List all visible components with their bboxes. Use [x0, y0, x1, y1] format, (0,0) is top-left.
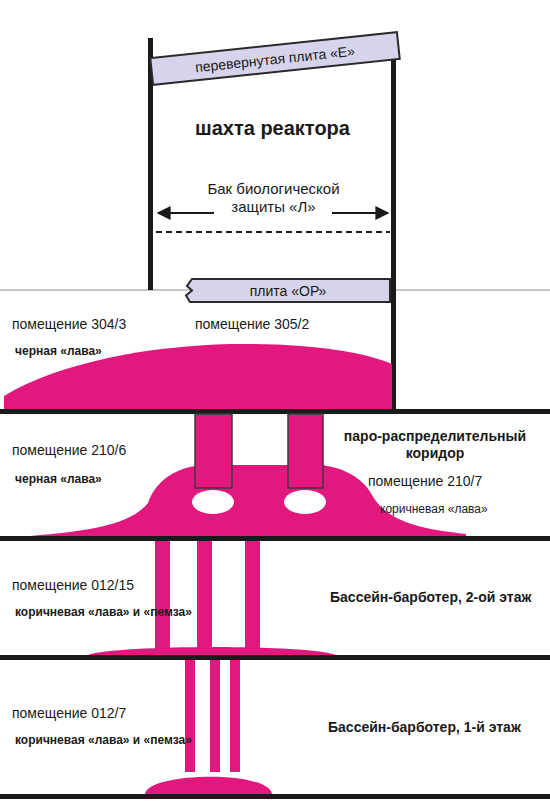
lava-label: черная «лава» — [15, 344, 155, 358]
lava-flow-column — [185, 660, 195, 772]
lava-pool — [88, 647, 336, 655]
floor-slab — [0, 409, 550, 414]
lava-flow-column — [230, 660, 240, 772]
lava-label: коричневая «лава» — [380, 502, 540, 516]
lava-flow-column — [197, 541, 212, 651]
room-label: помещение 012/7 — [12, 705, 162, 722]
plate-outline — [186, 279, 390, 302]
tank-label: Бак биологической защиты «Л» — [196, 180, 351, 216]
lava-label: коричневая «лава» и «пемза» — [15, 733, 192, 747]
plate: плита «ОР» — [186, 279, 390, 302]
width-arrow — [332, 212, 388, 214]
room-label: помещение 210/7 — [368, 473, 528, 490]
tank-bottom-dashed — [156, 231, 390, 233]
floor-slab — [0, 655, 550, 660]
room-label: помещение 305/2 — [195, 316, 345, 333]
lava-label: коричневая «лава» и «пемза» — [15, 605, 192, 619]
room-label: помещение 012/15 — [12, 577, 162, 594]
corridor-label: паро-распределительный коридор — [326, 428, 544, 462]
lava-pool — [145, 777, 272, 794]
lava-flow-column — [195, 414, 232, 488]
lava-flow-column — [245, 541, 260, 651]
floor-slab — [0, 536, 550, 541]
pool-label: Бассейн-барботер, 1-й этаж — [328, 719, 521, 736]
lava-mass — [4, 344, 392, 410]
plate-label: плита «ОР» — [250, 283, 327, 299]
shaft-title: шахта реактора — [195, 116, 395, 140]
room-label: помещение 304/3 — [12, 316, 162, 333]
pool-label: Бассейн-барботер, 2-ой этаж — [330, 589, 531, 606]
lava-flow-column — [210, 660, 220, 772]
lava-cavity — [284, 490, 326, 514]
room-label: помещение 210/6 — [12, 442, 162, 459]
shaft-wall — [391, 50, 396, 412]
lava-flow-column — [288, 414, 323, 488]
lava-flow-column — [155, 541, 170, 651]
floor-slab — [0, 794, 550, 799]
tilted-plate: перевернутая плита «Е» — [150, 32, 399, 85]
lava-label: черная «лава» — [15, 472, 155, 486]
plate-outline — [150, 32, 399, 85]
width-arrow — [158, 212, 214, 214]
lava-cavity — [192, 490, 234, 514]
